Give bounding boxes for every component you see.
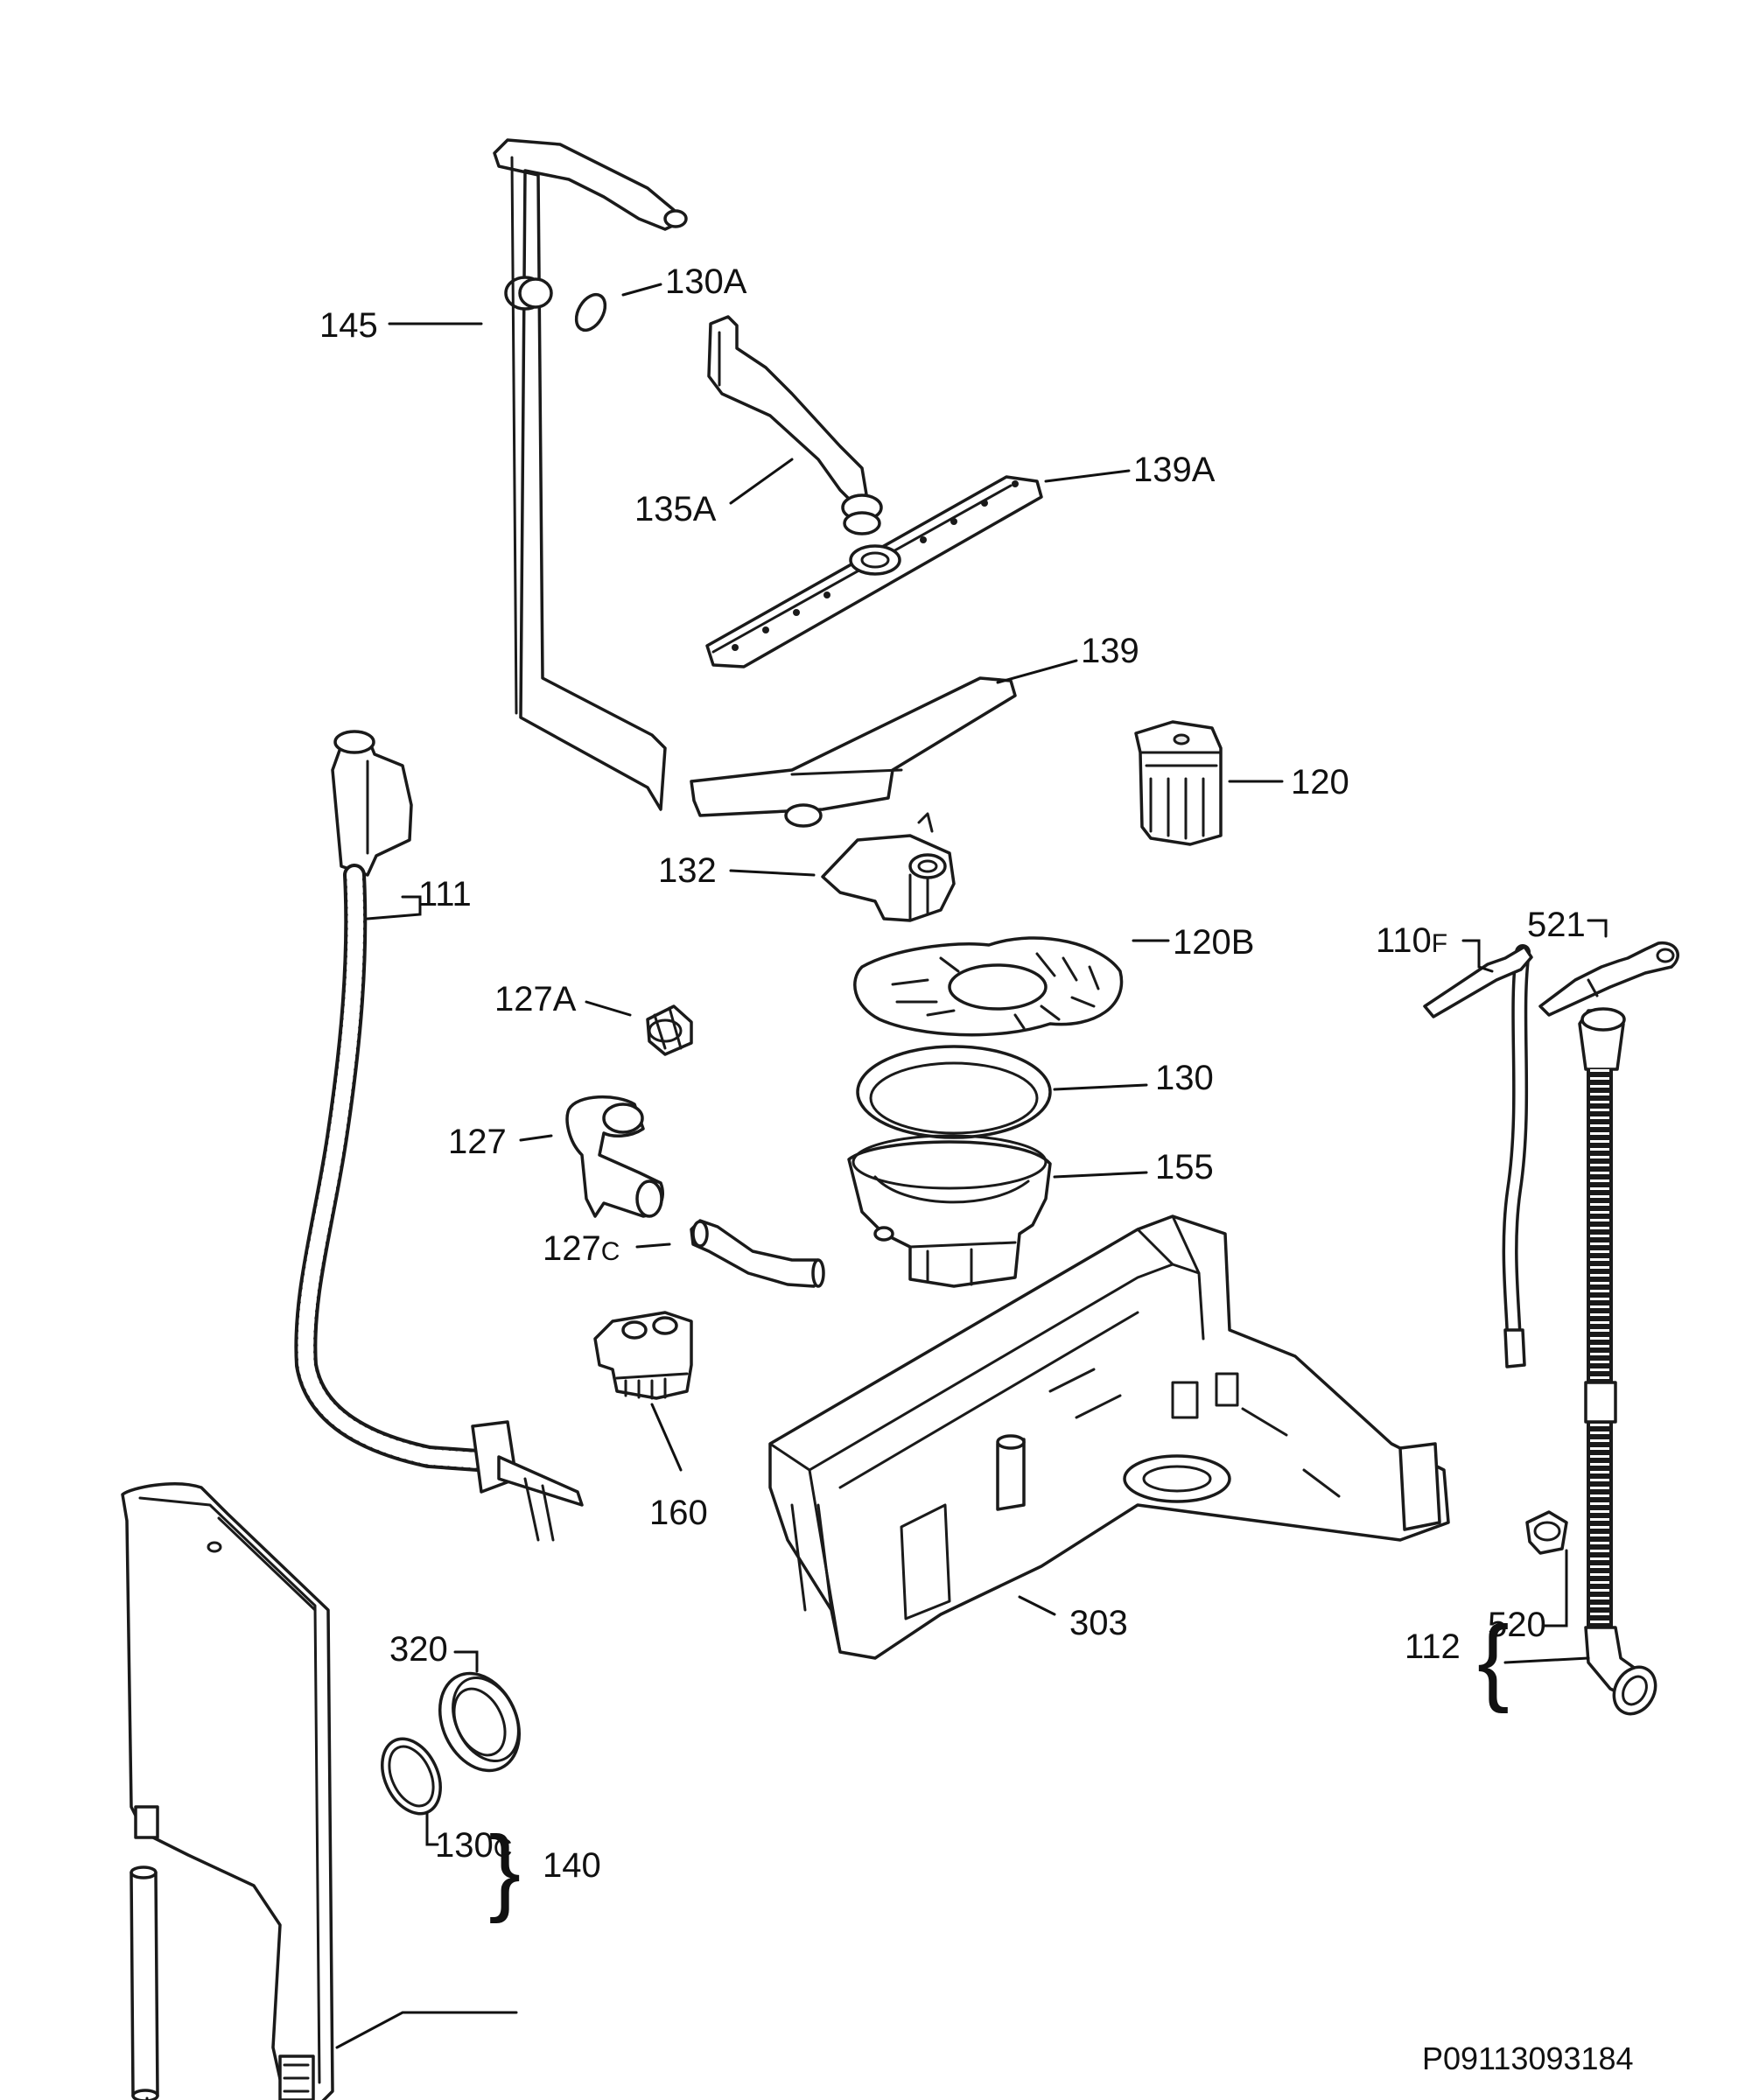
label-130: 130 bbox=[1155, 1059, 1214, 1097]
label-521: 521 bbox=[1527, 906, 1586, 944]
part-112-drain-hose[interactable] bbox=[1578, 1007, 1664, 1721]
part-139-lower-spray-arm[interactable] bbox=[690, 676, 1017, 828]
part-127a-connector[interactable] bbox=[646, 1004, 693, 1056]
label-139a: 139A bbox=[1133, 451, 1216, 489]
part-135a-spray-arm-bracket[interactable] bbox=[707, 315, 883, 536]
label-160: 160 bbox=[649, 1494, 708, 1532]
part-520-grommet[interactable] bbox=[1525, 1510, 1568, 1555]
part-labels: 145 130A 135A 139A 139 120 132 111 120B … bbox=[319, 262, 1586, 1885]
part-120-motor-pump[interactable] bbox=[1134, 720, 1223, 846]
part-145-supply-pipe[interactable] bbox=[493, 138, 688, 811]
drawing-code: P09113093184 bbox=[1422, 2040, 1634, 2076]
part-120b-filter-plate[interactable] bbox=[853, 936, 1124, 1037]
label-132: 132 bbox=[658, 851, 717, 890]
braces: { { bbox=[488, 1606, 1510, 1924]
label-127c: 127C bbox=[543, 1229, 620, 1268]
label-112: 112 bbox=[1405, 1628, 1461, 1666]
part-130c-ring[interactable] bbox=[371, 1730, 452, 1824]
part-155-sump[interactable] bbox=[847, 1134, 1052, 1288]
label-127a: 127A bbox=[494, 980, 577, 1018]
label-135a: 135A bbox=[634, 490, 717, 528]
label-140: 140 bbox=[543, 1846, 601, 1885]
label-120b: 120B bbox=[1173, 923, 1254, 962]
part-132-assembly[interactable] bbox=[821, 812, 956, 922]
label-520: 520 bbox=[1488, 1606, 1546, 1644]
label-120: 120 bbox=[1291, 763, 1349, 802]
part-320-seal[interactable] bbox=[424, 1661, 534, 1784]
part-303-base-tub[interactable] bbox=[768, 1214, 1450, 1660]
brace-140: { bbox=[488, 1816, 521, 1924]
label-110f: 110F bbox=[1376, 921, 1447, 960]
label-130a: 130A bbox=[665, 262, 747, 301]
label-303: 303 bbox=[1069, 1604, 1128, 1642]
part-521-clip[interactable] bbox=[1538, 942, 1679, 1017]
label-155: 155 bbox=[1155, 1148, 1214, 1186]
label-139: 139 bbox=[1081, 632, 1139, 670]
leader-lines bbox=[145, 283, 1608, 2100]
part-160-diverter-valve[interactable] bbox=[593, 1311, 693, 1400]
part-140-side-panel[interactable] bbox=[121, 1482, 334, 2100]
label-145: 145 bbox=[319, 306, 378, 345]
part-111-inlet-hose[interactable] bbox=[294, 730, 584, 1542]
part-130a-o-ring[interactable] bbox=[571, 290, 611, 335]
part-127-elbow-pipe[interactable] bbox=[565, 1095, 664, 1218]
part-139a-upper-spray-arm[interactable] bbox=[705, 475, 1043, 668]
part-110a-tube[interactable] bbox=[130, 1866, 159, 2100]
label-111: 111 bbox=[418, 875, 472, 914]
part-110f-side-hose[interactable] bbox=[1423, 944, 1533, 1368]
label-127: 127 bbox=[448, 1123, 507, 1161]
part-130-gasket-ring[interactable] bbox=[856, 1045, 1052, 1139]
part-127c-short-hose[interactable] bbox=[690, 1219, 825, 1288]
brace-112: { bbox=[1477, 1606, 1510, 1714]
label-130c: 130C bbox=[435, 1826, 512, 1865]
label-320: 320 bbox=[389, 1630, 448, 1669]
